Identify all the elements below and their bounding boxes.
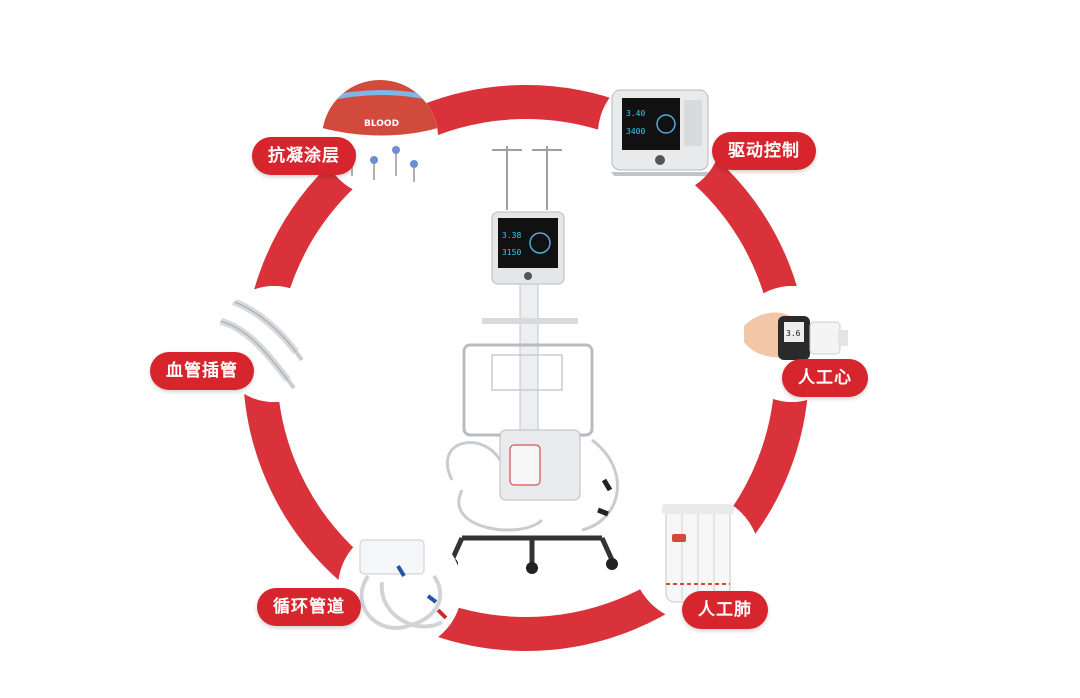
drive-control-console-icon: 3.40 3400	[598, 72, 722, 196]
blood-text: BLOOD	[364, 119, 399, 129]
lung-label: 人工肺	[682, 591, 768, 629]
svg-text:3.40: 3.40	[626, 109, 645, 118]
heart-label: 人工心	[782, 359, 868, 397]
drive-label: 驱动控制	[712, 132, 816, 170]
circulation-tubing-icon	[338, 526, 462, 650]
anticoag-label: 抗凝涂层	[252, 137, 356, 175]
svg-text:3.38: 3.38	[502, 231, 521, 240]
ecmo-system-cart: 3.38 3150	[422, 140, 652, 580]
svg-text:3.6: 3.6	[786, 329, 801, 338]
ecmo-system-cart-icon: 3.38 3150	[445, 146, 619, 574]
circuit-node	[338, 526, 462, 650]
svg-text:3150: 3150	[502, 248, 521, 257]
cannula-label: 血管插管	[150, 352, 254, 390]
drive-node: 3.40 3400	[598, 72, 722, 196]
circuit-label: 循环管道	[257, 588, 361, 626]
svg-text:3400: 3400	[626, 127, 645, 136]
